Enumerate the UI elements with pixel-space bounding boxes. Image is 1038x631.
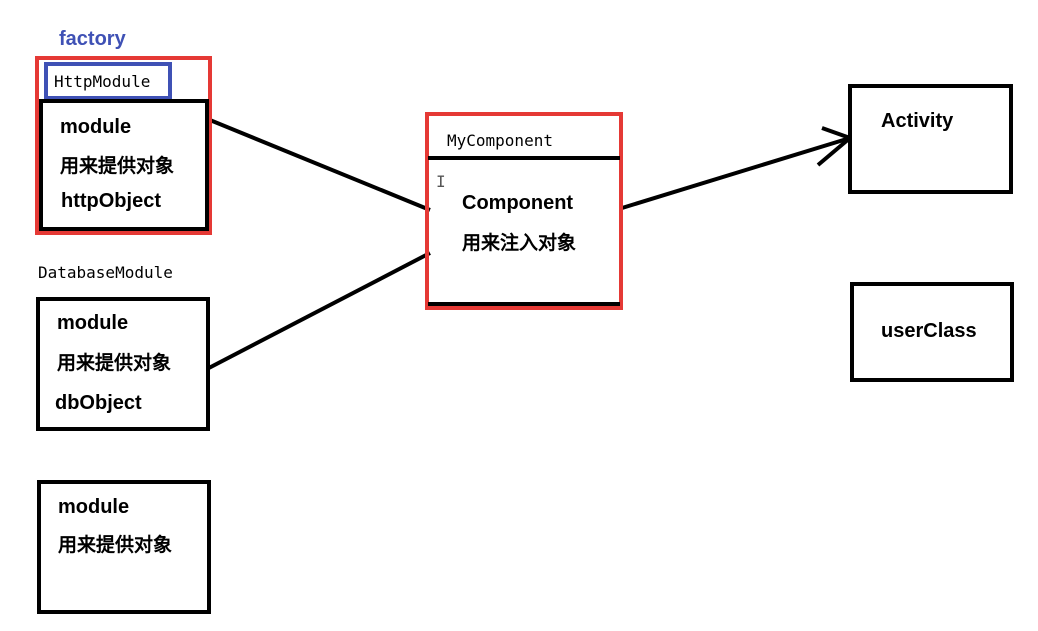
component-line-2: 用来注入对象 xyxy=(462,232,577,254)
user-class-box xyxy=(850,282,1014,382)
connector-component-to-activity xyxy=(621,136,851,210)
http-module-line-2: 用来提供对象 xyxy=(60,155,175,177)
database-module-line-1: module xyxy=(57,312,129,334)
http-module-name-highlight xyxy=(44,62,172,100)
http-module-line-1: module xyxy=(60,116,132,138)
component-divider xyxy=(428,156,620,160)
activity-label: Activity xyxy=(881,110,954,132)
http-module-line-3: httpObject xyxy=(61,190,161,212)
component-line-1: Component xyxy=(462,192,574,214)
third-module-line-2: 用来提供对象 xyxy=(58,534,173,556)
http-module-highlight xyxy=(35,56,212,235)
http-module-box xyxy=(39,99,209,231)
factory-label: factory xyxy=(59,28,126,50)
connector-database-to-component xyxy=(204,251,431,372)
activity-box xyxy=(848,84,1013,194)
database-module-line-3: dbObject xyxy=(55,392,142,414)
user-class-label: userClass xyxy=(881,320,977,342)
connector-http-to-component xyxy=(204,116,431,212)
component-highlight xyxy=(425,112,623,310)
database-module-name: DatabaseModule xyxy=(38,263,173,282)
component-name: MyComponent xyxy=(447,131,553,150)
http-module-name: HttpModule xyxy=(54,72,151,91)
database-module-line-2: 用来提供对象 xyxy=(57,352,172,374)
third-module-box xyxy=(37,480,211,614)
third-module-line-1: module xyxy=(58,496,130,518)
database-module-box xyxy=(36,297,210,431)
text-cursor-icon: I xyxy=(436,172,446,191)
component-bottom-rule xyxy=(428,302,620,306)
